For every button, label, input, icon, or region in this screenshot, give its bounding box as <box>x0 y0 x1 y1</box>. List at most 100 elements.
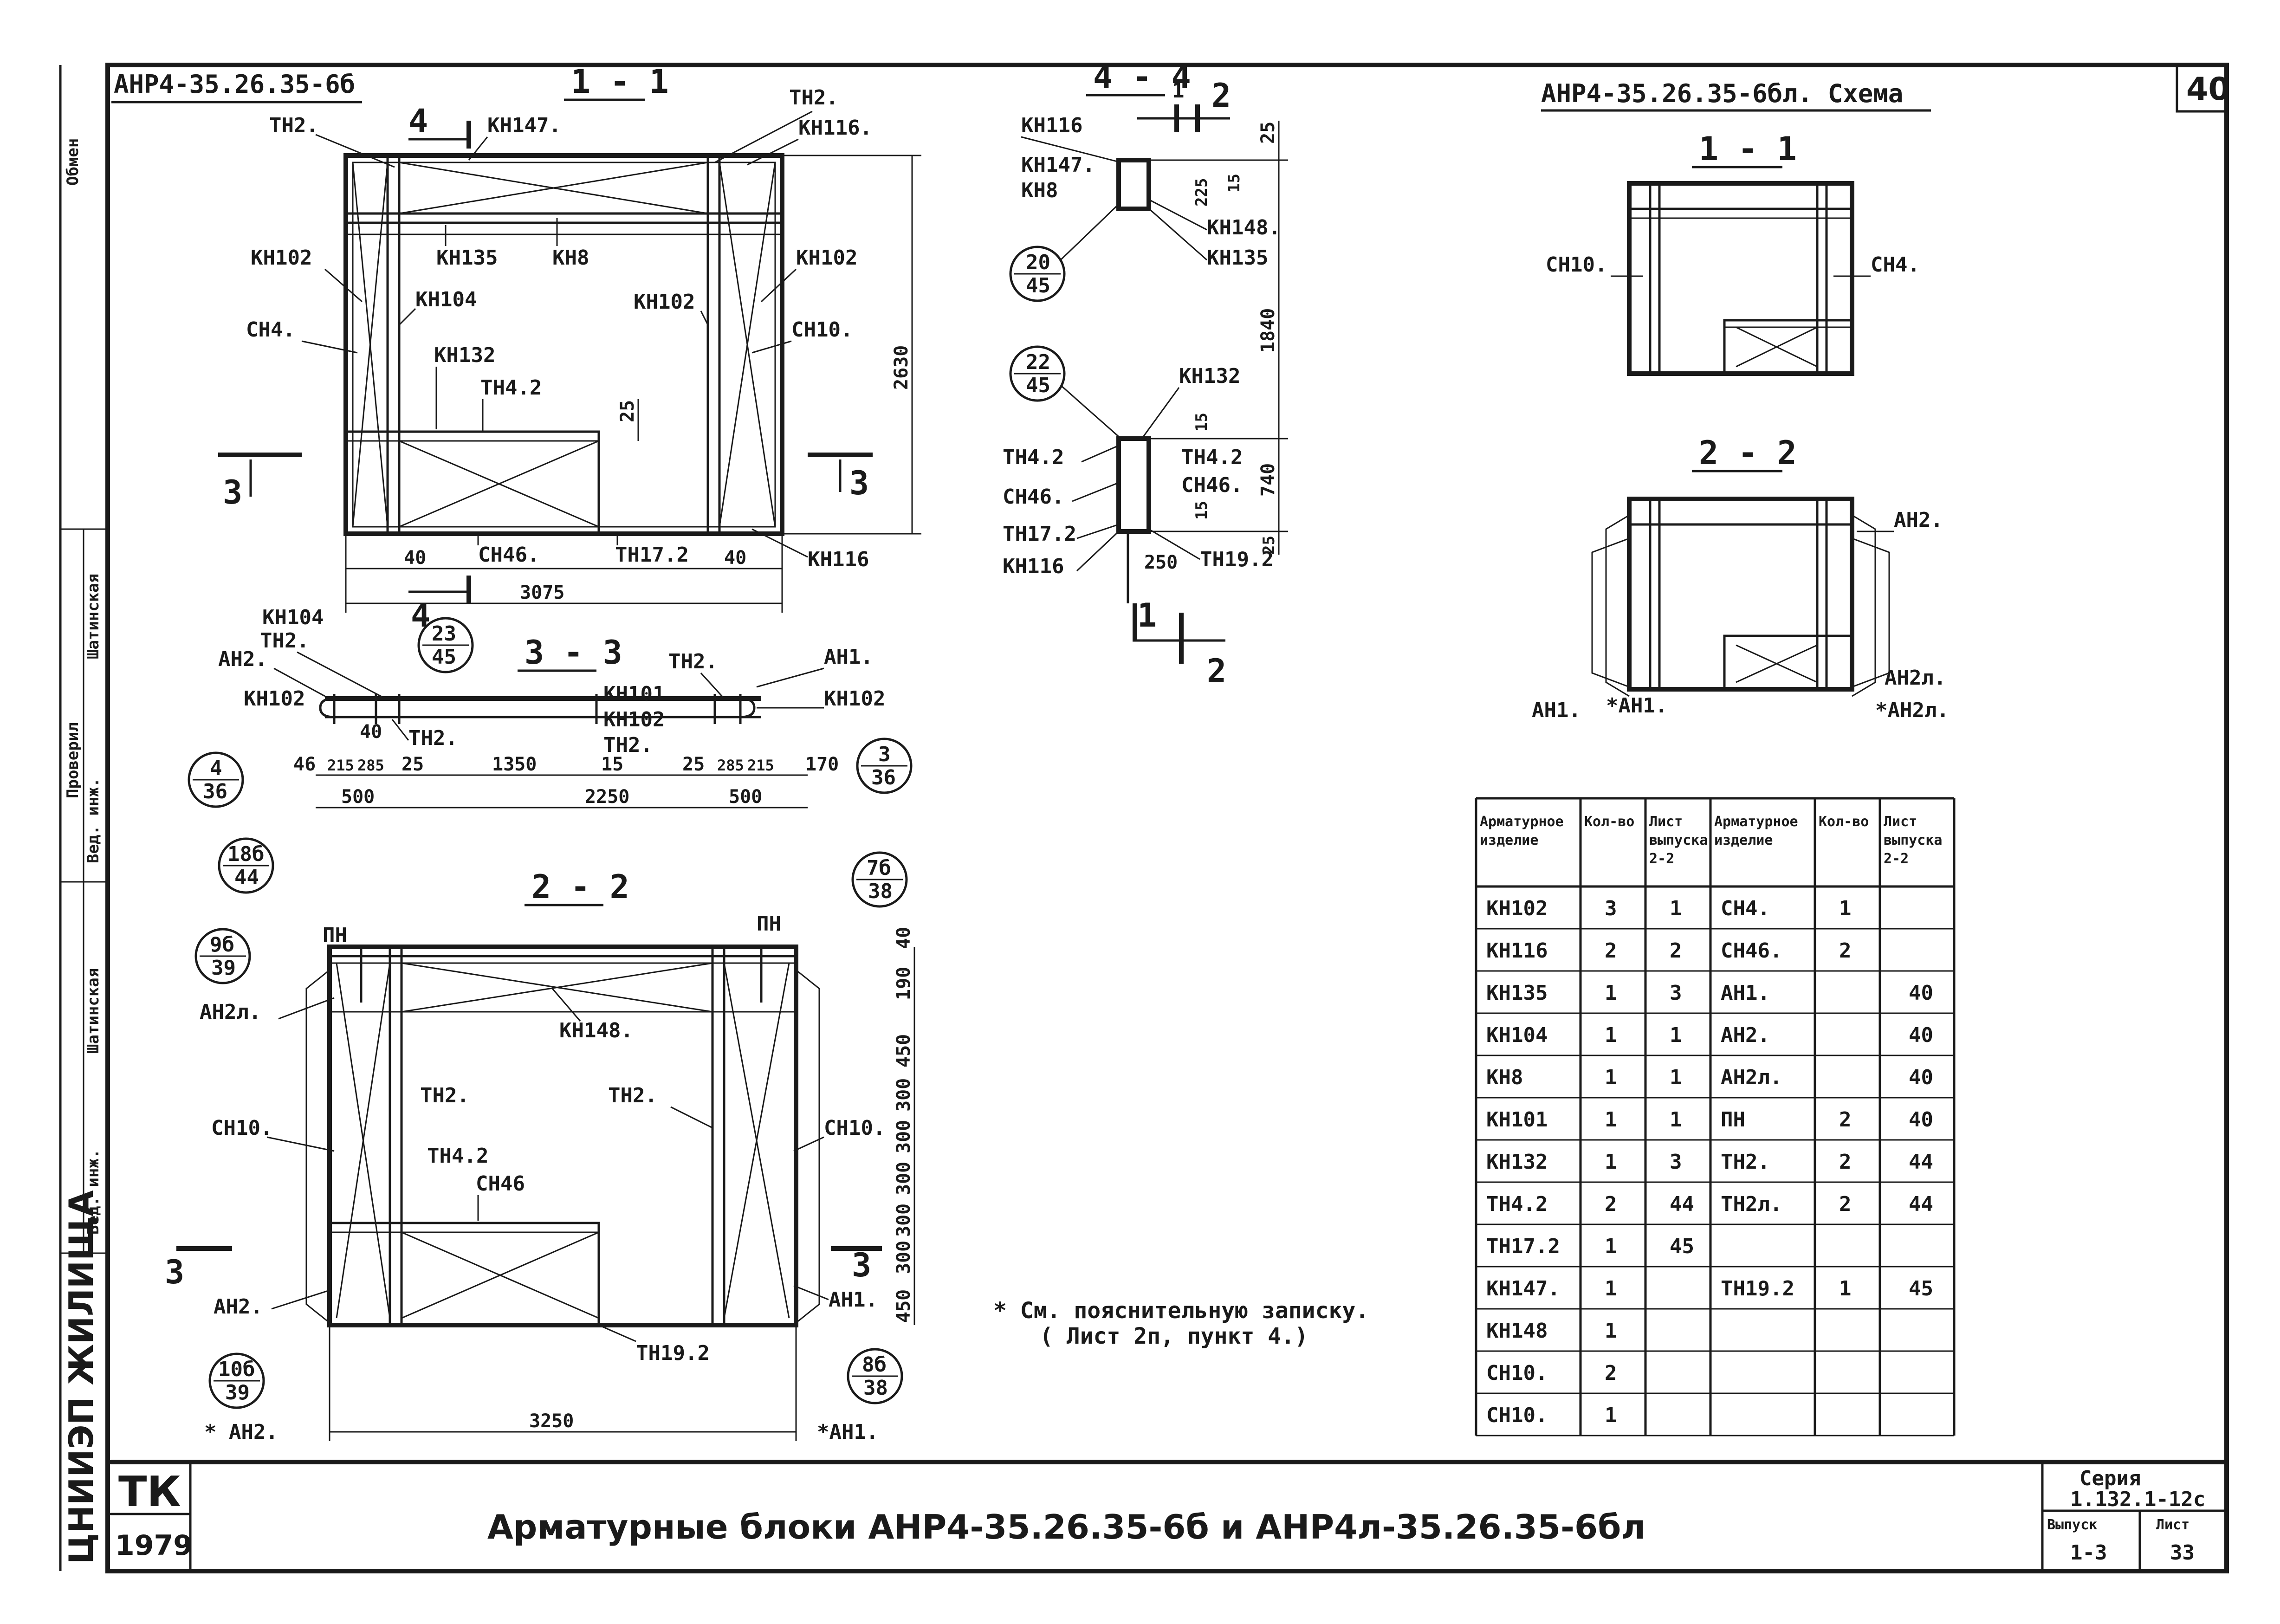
note-text: * См. пояснительную записку. <box>993 1298 1369 1324</box>
lbl-44-sn46: СН46. <box>1181 473 1243 497</box>
callout-23-45: 23 45 <box>417 617 474 673</box>
lbl-22-th2-left: ТН2. <box>420 1084 469 1107</box>
table-cell: АН2. <box>1721 1023 1770 1047</box>
leader-callout-20-45 <box>1060 203 1120 261</box>
leader-44-tn4-2-left <box>1081 445 1119 463</box>
table-cell: 2 <box>1605 1361 1617 1385</box>
svg-text:39: 39 <box>211 956 236 980</box>
dim-22-300-a: 300 <box>893 1078 914 1112</box>
leader-33-th2-right <box>700 672 725 699</box>
table-cell: КН135 <box>1486 981 1548 1005</box>
svg-text:4: 4 <box>210 757 222 780</box>
lbl-11-sn46: СН46. <box>478 543 539 567</box>
dim-33-215-r: 215 <box>747 757 774 774</box>
leader-22-sn10-right <box>793 1136 824 1152</box>
section-2-2-title: 2 - 2 <box>531 868 629 906</box>
table-header-cell: 2-2 <box>1884 851 1909 867</box>
svg-text:45: 45 <box>1026 274 1050 298</box>
lbl-sch22-an2l: АН2л. <box>1885 666 1946 690</box>
note-reference: ( Лист 2п, пункт 4.) <box>1040 1323 1308 1349</box>
table-cell: КН8 <box>1486 1066 1523 1089</box>
left-margin-top-tag: Обмен <box>64 138 82 186</box>
dim-22-300-b: 300 <box>893 1120 914 1153</box>
issue-value: 1-3 <box>2070 1541 2107 1565</box>
table-cell: КН101 <box>1486 1108 1548 1132</box>
table-cell: ТН2л. <box>1721 1192 1782 1216</box>
lbl-sch22-an1: АН1. <box>1532 699 1581 722</box>
table-cell: КН132 <box>1486 1150 1548 1174</box>
scheme-2-2-frame <box>1591 497 1890 697</box>
callout-20-45: 20 45 <box>1009 246 1066 302</box>
section-2-2-frame <box>305 945 820 1327</box>
table-cell: 2 <box>1839 1108 1852 1132</box>
dim-33-1350: 1350 <box>492 754 537 775</box>
table-cell: 44 <box>1670 1192 1694 1216</box>
table-cell: КН148 <box>1486 1319 1548 1343</box>
table-cell: 40 <box>1909 1066 1933 1089</box>
dim-22-40: 40 <box>893 927 914 949</box>
table-cell: 1 <box>1605 1150 1617 1174</box>
table-cell: 1 <box>1605 1319 1617 1343</box>
sheet-value: 33 <box>2170 1541 2195 1565</box>
leader-22-an1 <box>793 1285 829 1300</box>
cut-1-top: 1 <box>1172 79 1185 103</box>
lbl-33-th2-mid: ТН2. <box>408 726 458 750</box>
table-cell: ТН17.2 <box>1486 1235 1560 1258</box>
lbl-33-an1: АН1. <box>824 645 873 669</box>
svg-text:39: 39 <box>225 1381 250 1404</box>
lbl-11-kn116-bottom: КН116 <box>808 548 869 571</box>
dim-33-500-l: 500 <box>341 786 375 808</box>
leader-11-kn116-bottom <box>751 528 808 558</box>
leader-44-kn116-top <box>1021 136 1121 163</box>
table-cell: ТН19.2 <box>1721 1277 1794 1300</box>
sheet-number: 40 <box>2186 71 2230 108</box>
table-header-cell: выпуска <box>1649 832 1708 848</box>
table-cell: КН116 <box>1486 939 1548 963</box>
dim-22-300-d: 300 <box>893 1203 914 1237</box>
lbl-11-kn8: КН8 <box>552 246 589 270</box>
lbl-sch22-an2l-star: *АН2л. <box>1875 699 1949 722</box>
lbl-11-kn102-left: КН102 <box>251 246 312 270</box>
section-3-3-plan <box>319 694 761 724</box>
table-cell: 45 <box>1670 1235 1694 1258</box>
dim-40-left: 40 <box>404 547 426 569</box>
leader-33-th2-mid <box>391 719 409 741</box>
scheme-title: АНР4-35.26.35-6бл. Схема <box>1541 79 1903 108</box>
lbl-33-th2-left: ТН2. <box>260 629 309 653</box>
lbl-11-kn104: КН104 <box>415 288 477 311</box>
leader-44-tn19-2 <box>1148 528 1200 560</box>
table-cell: 2 <box>1605 939 1617 963</box>
dim-2630: 2630 <box>891 345 912 390</box>
table-cell: 1 <box>1605 1404 1617 1427</box>
lbl-11-kn102-right: КН102 <box>796 246 857 270</box>
lbl-44-kn132: КН132 <box>1179 364 1240 388</box>
leader-11-kn102-right <box>760 268 797 303</box>
svg-text:44: 44 <box>234 866 259 889</box>
lbl-11-kn116-top: КН116. <box>798 116 872 140</box>
leader-33-an1 <box>756 667 824 688</box>
dim-3075: 3075 <box>520 582 564 603</box>
table-header-cell: изделие <box>1480 832 1538 848</box>
table-cell: 3 <box>1605 897 1617 920</box>
svg-text:38: 38 <box>868 880 893 903</box>
issue-label: Выпуск <box>2047 1517 2097 1533</box>
svg-text:10б: 10б <box>218 1358 255 1381</box>
table-cell: СН46. <box>1721 939 1782 963</box>
lbl-22-pn-right: ПН <box>757 912 781 936</box>
dim-44-25-bot: 25 <box>1260 536 1278 555</box>
lbl-44-tn19-2: ТН19.2 <box>1200 548 1274 571</box>
lbl-44-kn116-top: КН116 <box>1021 114 1082 137</box>
leader-22-th2-right <box>670 1106 713 1129</box>
lbl-22-an1: АН1. <box>829 1288 878 1312</box>
table-cell: 1 <box>1839 897 1852 920</box>
dim-33-215-l: 215 <box>327 757 354 774</box>
leader-44-kn132 <box>1141 387 1180 439</box>
table-cell: СН10. <box>1486 1361 1548 1385</box>
lbl-33-kn102-right: КН102 <box>824 687 885 711</box>
table-header-cell: 2-2 <box>1649 851 1674 867</box>
leader-33-th2-left <box>297 651 386 699</box>
svg-text:7б: 7б <box>867 856 891 880</box>
dim-40-right: 40 <box>724 547 746 569</box>
svg-text:8б: 8б <box>862 1353 887 1377</box>
table-cell: 1 <box>1605 981 1617 1005</box>
